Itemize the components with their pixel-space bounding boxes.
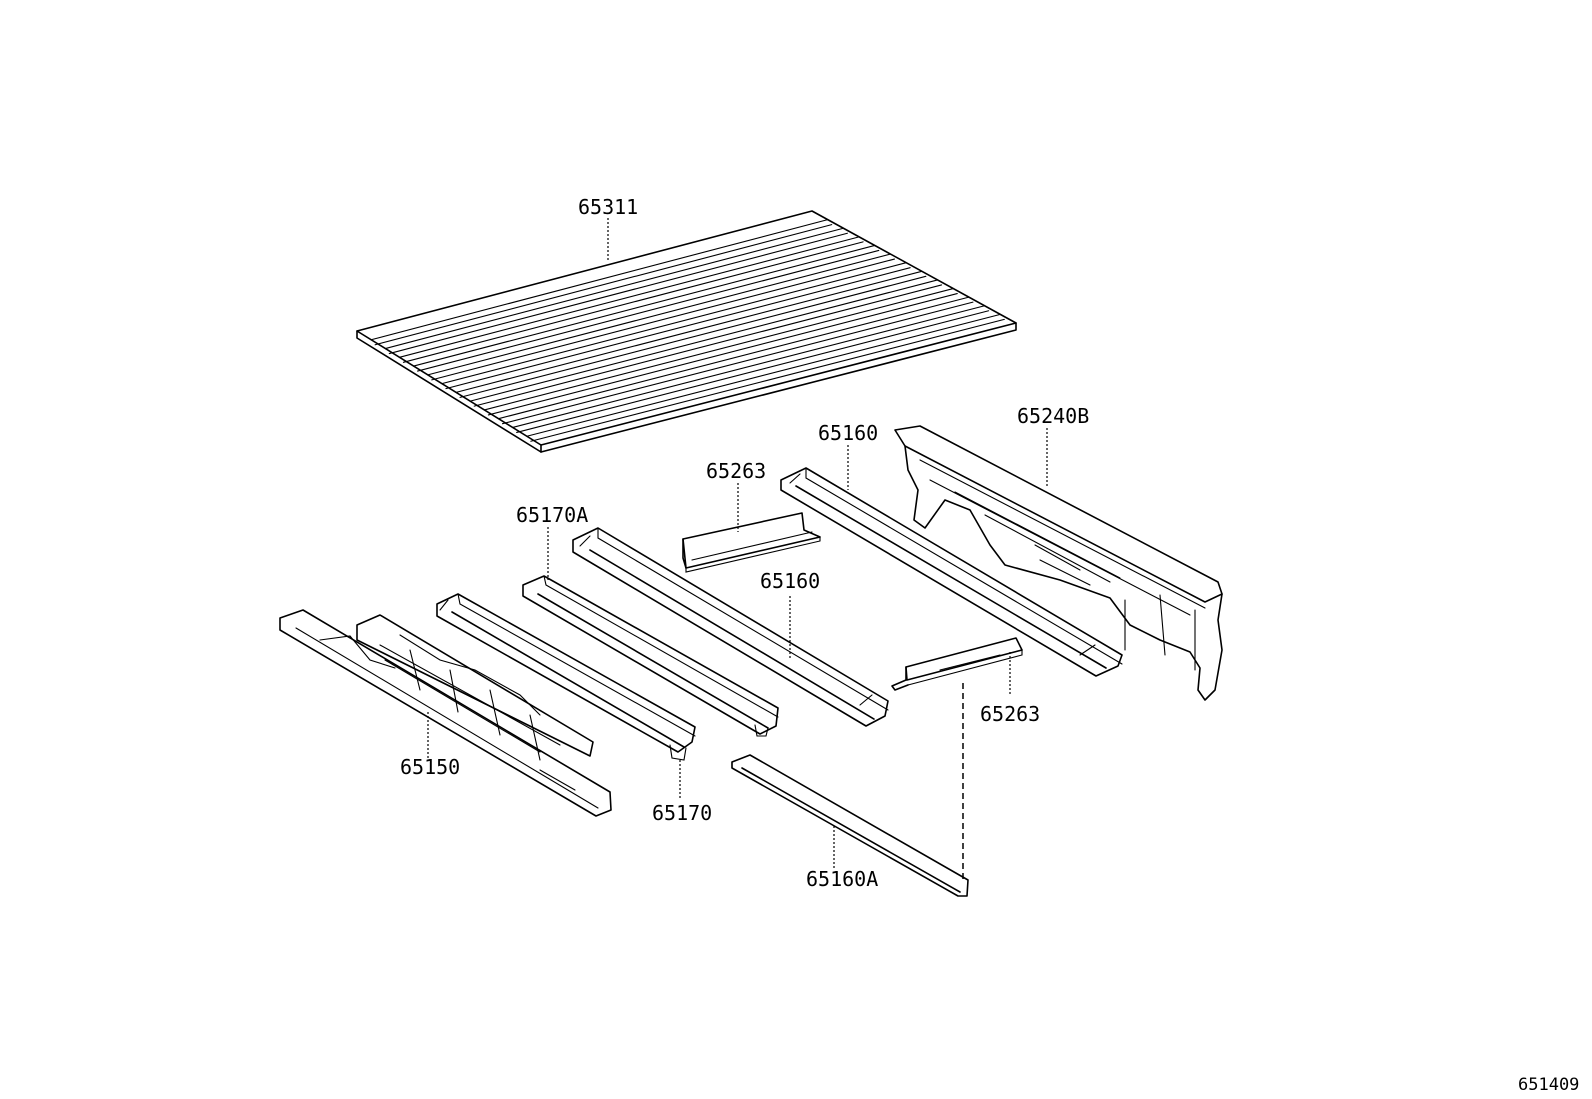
floor-rib-edge [445, 267, 911, 390]
floor-rib [483, 287, 954, 411]
part-label-65311[interactable]: 65311 [578, 195, 638, 219]
front-crossmember-65150[interactable] [279, 609, 612, 817]
floor-rib-edge [417, 249, 880, 372]
floor-rib [398, 236, 860, 358]
crossmember-65170[interactable] [436, 593, 696, 761]
floor-rib-edge [473, 284, 943, 407]
part-label-65263-lower[interactable]: 65263 [980, 702, 1040, 726]
floor-rib-edge [487, 292, 958, 416]
floor-rib-edge [374, 224, 833, 346]
floor-rib-edge [402, 241, 864, 363]
part-label-65160-middle[interactable]: 65160 [760, 569, 820, 593]
part-label-65240B[interactable]: 65240B [1017, 404, 1089, 428]
floor-rib-edge [516, 310, 990, 434]
floor-rib [370, 219, 829, 341]
part-label-65160-upper[interactable]: 65160 [818, 421, 878, 445]
crossmember-65160-middle[interactable] [572, 527, 889, 727]
bed-floor-panel-65311[interactable] [356, 210, 1017, 453]
part-label-65170A[interactable]: 65170A [516, 503, 588, 527]
floor-rib-edge [530, 318, 1005, 442]
floor-rib [526, 313, 1001, 437]
floor-rib-edge [431, 258, 896, 381]
part-label-65150[interactable]: 65150 [400, 755, 460, 779]
floor-rib [512, 305, 986, 429]
floor-rib [413, 244, 876, 367]
floor-rib [497, 296, 970, 420]
floor-rib [384, 227, 844, 350]
crossmember-65170A[interactable] [522, 575, 779, 737]
floor-rib-edge [501, 301, 974, 425]
crossmember-65160A[interactable] [731, 754, 969, 897]
crossmember-65160-upper[interactable] [780, 467, 1123, 677]
floor-rib-edge [388, 232, 848, 355]
bracket-65263-upper[interactable] [682, 512, 821, 573]
floor-rib [441, 262, 907, 385]
floor-rib [427, 253, 892, 376]
part-label-65263-upper[interactable]: 65263 [706, 459, 766, 483]
diagram-code: 651409 [1518, 1075, 1579, 1095]
part-label-65160A[interactable]: 65160A [806, 867, 878, 891]
bracket-65263-lower[interactable] [891, 637, 1023, 691]
part-label-65170[interactable]: 65170 [652, 801, 712, 825]
floor-rib [469, 279, 939, 402]
bed-side-rail-65240B[interactable] [894, 425, 1223, 701]
floor-rib [455, 270, 923, 393]
floor-rib-edge [459, 275, 927, 398]
